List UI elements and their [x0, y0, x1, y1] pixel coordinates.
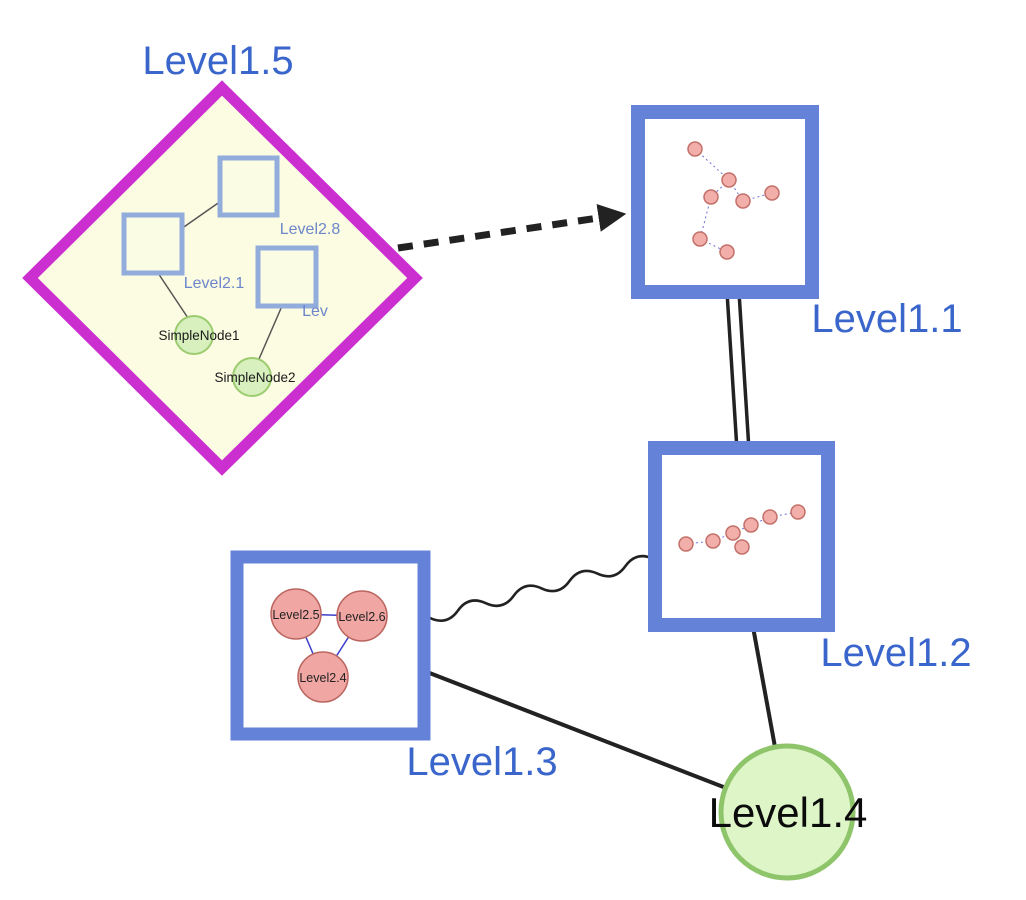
mini-node — [734, 539, 750, 555]
node-level2-4[interactable] — [297, 651, 349, 703]
mini-node — [764, 185, 780, 201]
label-simplenode2: SimpleNode2 — [214, 370, 295, 385]
label-level2-1: Level2.1 — [184, 275, 245, 292]
inner-edge-level21-level28 — [180, 200, 222, 230]
edge-level12-to-level14[interactable] — [751, 626, 777, 748]
mini-node — [678, 536, 694, 552]
mini-graph-level1-2 — [678, 504, 806, 555]
triangle-graph-level1-3: Level2.5 Level2.6 Level2.4 — [270, 588, 388, 703]
mini-node — [703, 189, 719, 205]
node-level1-1[interactable] — [631, 105, 819, 299]
mini-node — [735, 193, 751, 209]
label-level1-5: Level1.5 — [142, 39, 293, 83]
label-level1-1: Level1.1 — [811, 297, 962, 341]
mini-node — [721, 172, 737, 188]
node-level2-lev[interactable] — [255, 245, 319, 309]
node-level2-8[interactable] — [217, 155, 280, 218]
label-level2-6: Level2.6 — [338, 610, 385, 624]
edge-level15-to-level11-dashed-arrow[interactable] — [397, 204, 627, 252]
mini-node — [705, 533, 721, 549]
mini-node — [743, 517, 759, 533]
mini-edge — [750, 516, 771, 526]
node-level2-1[interactable] — [121, 212, 185, 276]
mini-node — [725, 525, 741, 541]
node-level2-6[interactable] — [336, 590, 388, 642]
node-level1-3[interactable] — [230, 550, 431, 741]
label-level2-8: Level2.8 — [280, 221, 341, 238]
node-level1-2[interactable] — [648, 441, 835, 632]
label-level1-4: Level1.4 — [709, 789, 868, 836]
label-level2-4: Level2.4 — [299, 671, 346, 685]
mini-node — [790, 504, 806, 520]
mini-node — [692, 231, 708, 247]
mini-node — [762, 509, 778, 525]
label-level1-2: Level1.2 — [820, 631, 971, 675]
label-simplenode1: SimpleNode1 — [158, 328, 239, 343]
mini-node — [687, 141, 703, 157]
edge-level13-to-level12-wavy[interactable] — [429, 554, 654, 622]
edge-level11-to-level12-double[interactable] — [725, 291, 751, 451]
edge-level13-to-level14[interactable] — [426, 670, 727, 790]
label-level1-3: Level1.3 — [406, 740, 557, 784]
node-level1-4[interactable] — [718, 743, 856, 881]
label-level2-5: Level2.5 — [272, 608, 319, 622]
node-simplenode2[interactable] — [232, 357, 272, 397]
mini-graph-level1-1 — [687, 141, 780, 260]
node-simplenode1[interactable] — [174, 315, 214, 355]
inner-edge-level21-simplenode1 — [157, 272, 189, 319]
mini-edge — [712, 532, 734, 542]
label-level2-lev: Lev — [302, 303, 328, 320]
inner-edge-lev-simplenode2 — [258, 305, 283, 360]
node-level2-5[interactable] — [270, 588, 322, 640]
node-level1-5-diamond[interactable] — [22, 80, 423, 476]
mini-node — [719, 244, 735, 260]
